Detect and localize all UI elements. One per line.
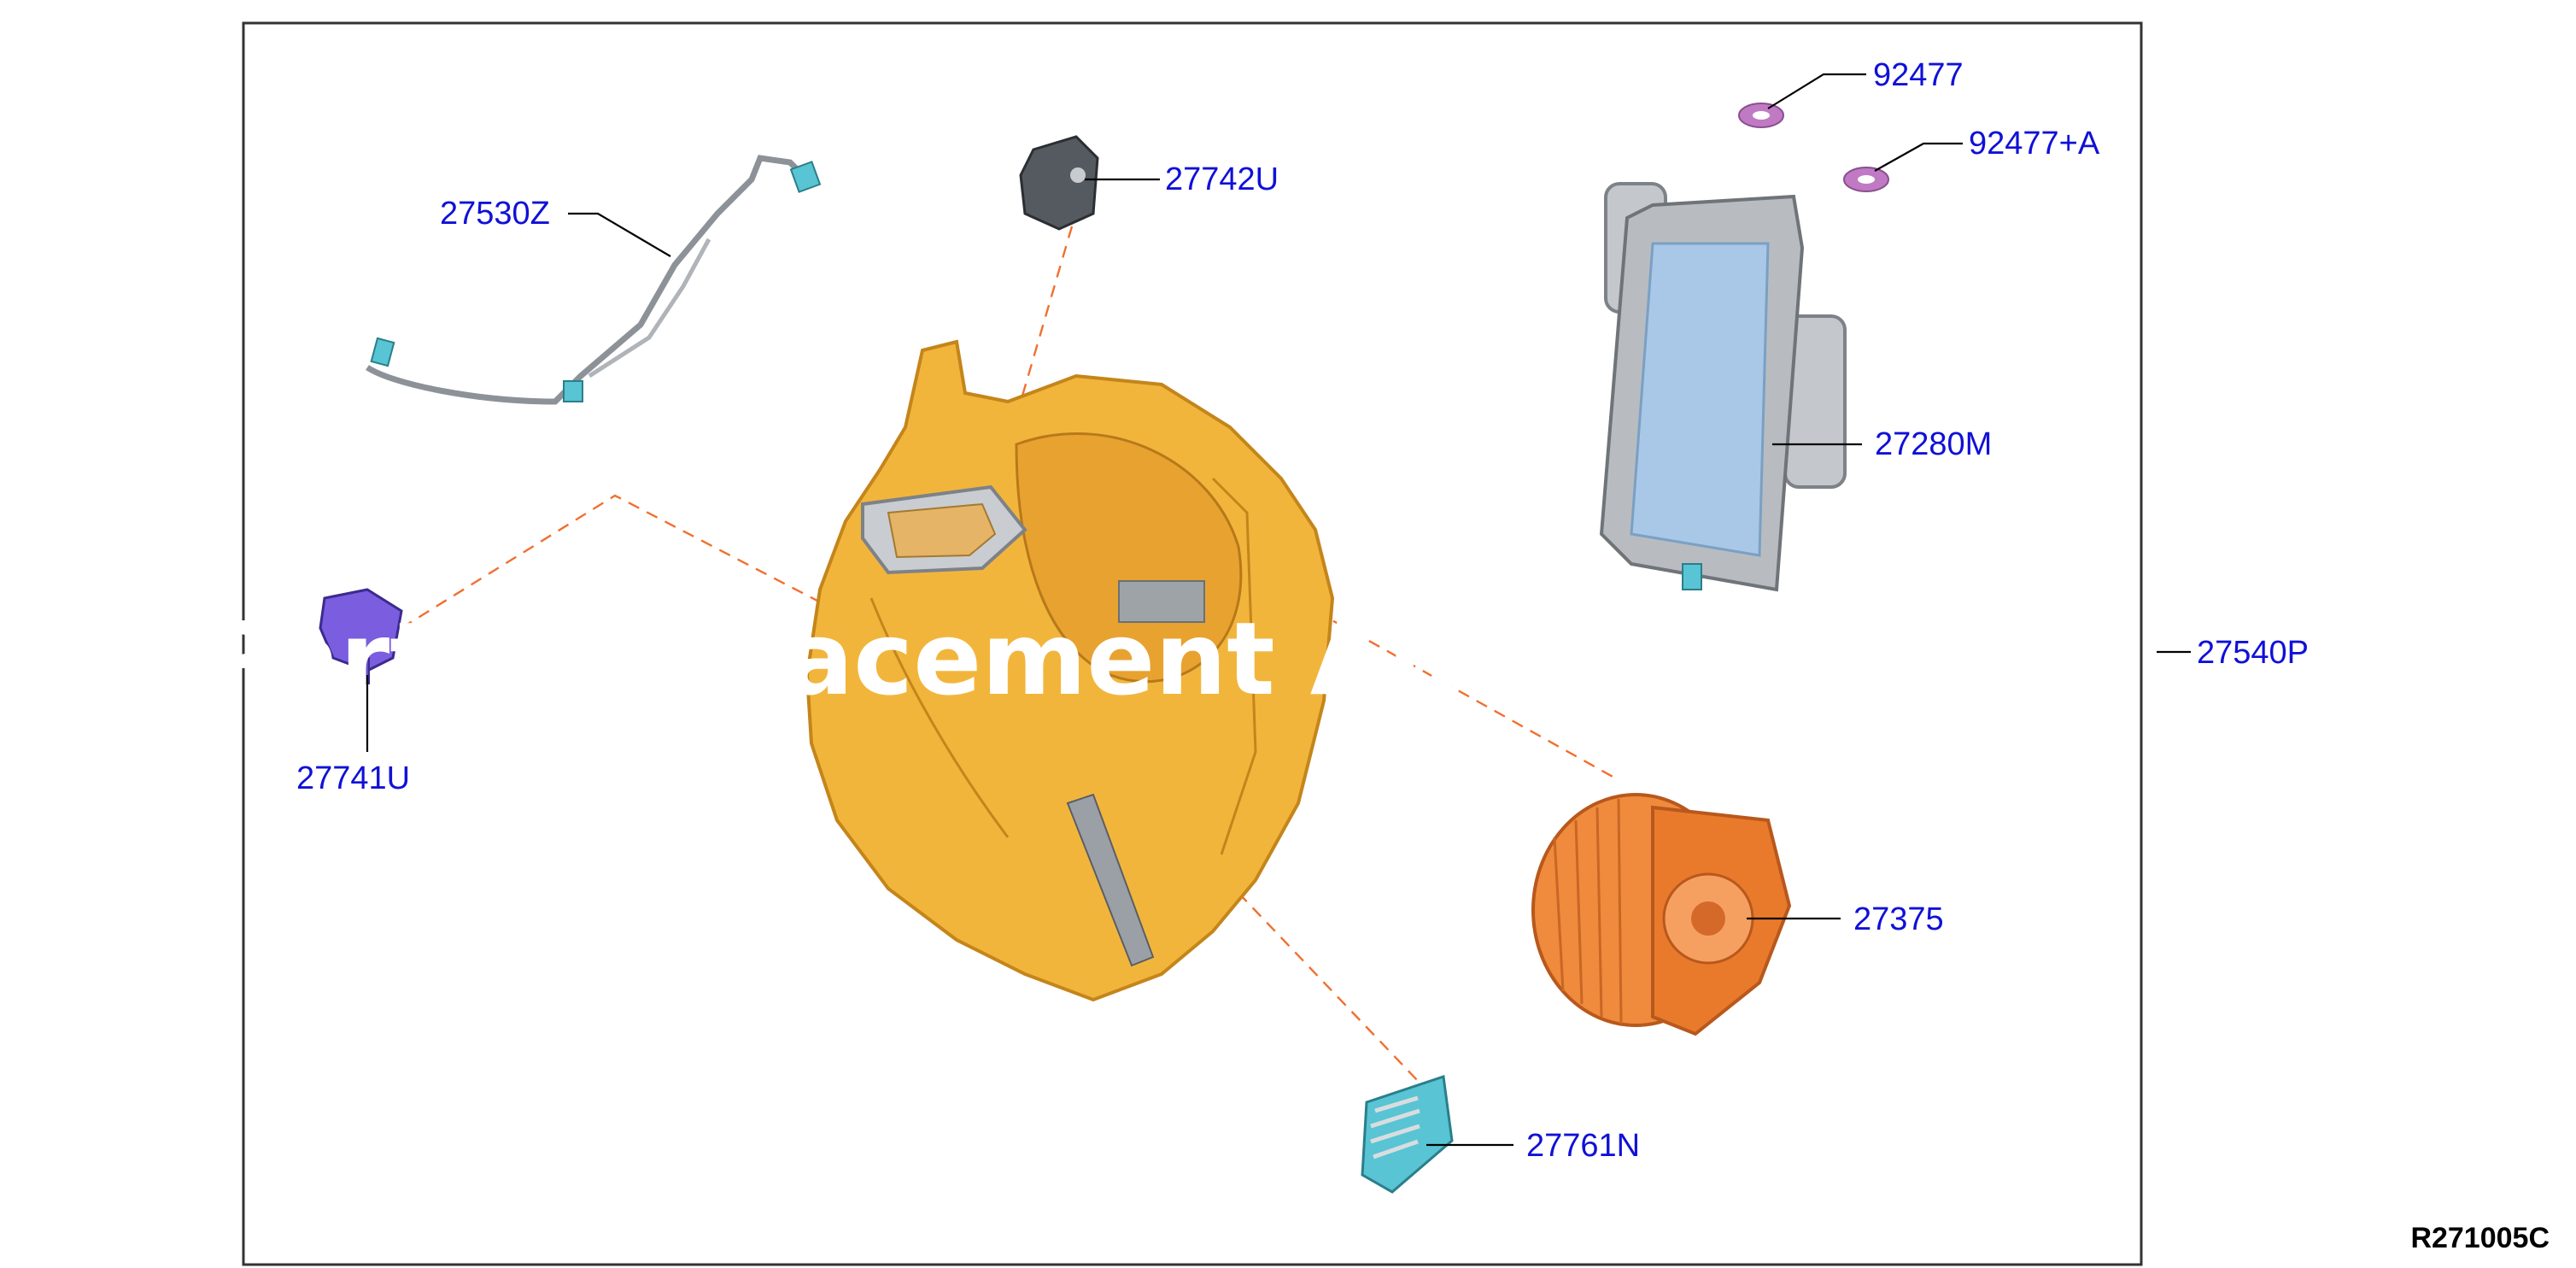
- part-label-92477: 92477: [1873, 57, 1964, 93]
- part-label-27280m: 27280M: [1875, 426, 1992, 462]
- leader-lines: [366, 73, 2191, 1147]
- hvac-housing-part: [805, 339, 1335, 1002]
- part-label-27761n: 27761N: [1526, 1128, 1640, 1164]
- oring-92477-part: [1738, 103, 1784, 128]
- part-label-27742u: 27742U: [1165, 161, 1279, 197]
- actuator-27742u-part: [1019, 135, 1099, 231]
- watermark-text: Parts Replacement Auto Parts: [201, 600, 1909, 718]
- callout-dash-lines: [401, 226, 1615, 1082]
- part-label-27375: 27375: [1853, 901, 1944, 937]
- part-label-92477a: 92477+A: [1969, 126, 2100, 161]
- oring-92477a-part: [1843, 167, 1889, 192]
- evaporator-part: [1599, 182, 1847, 592]
- blower-resistor-part: [1361, 1075, 1454, 1194]
- blower-motor-part: [1531, 793, 1792, 1036]
- diagram-frame: [242, 21, 2143, 1266]
- part-label-27741u: 27741U: [296, 760, 410, 796]
- part-label-27530z: 27530Z: [440, 196, 550, 232]
- diagram-code: R271005C: [2410, 1222, 2550, 1254]
- actuator-27741u-part: [319, 588, 403, 684]
- part-label-27540p: 27540P: [2197, 635, 2309, 671]
- harness-part: [366, 155, 822, 405]
